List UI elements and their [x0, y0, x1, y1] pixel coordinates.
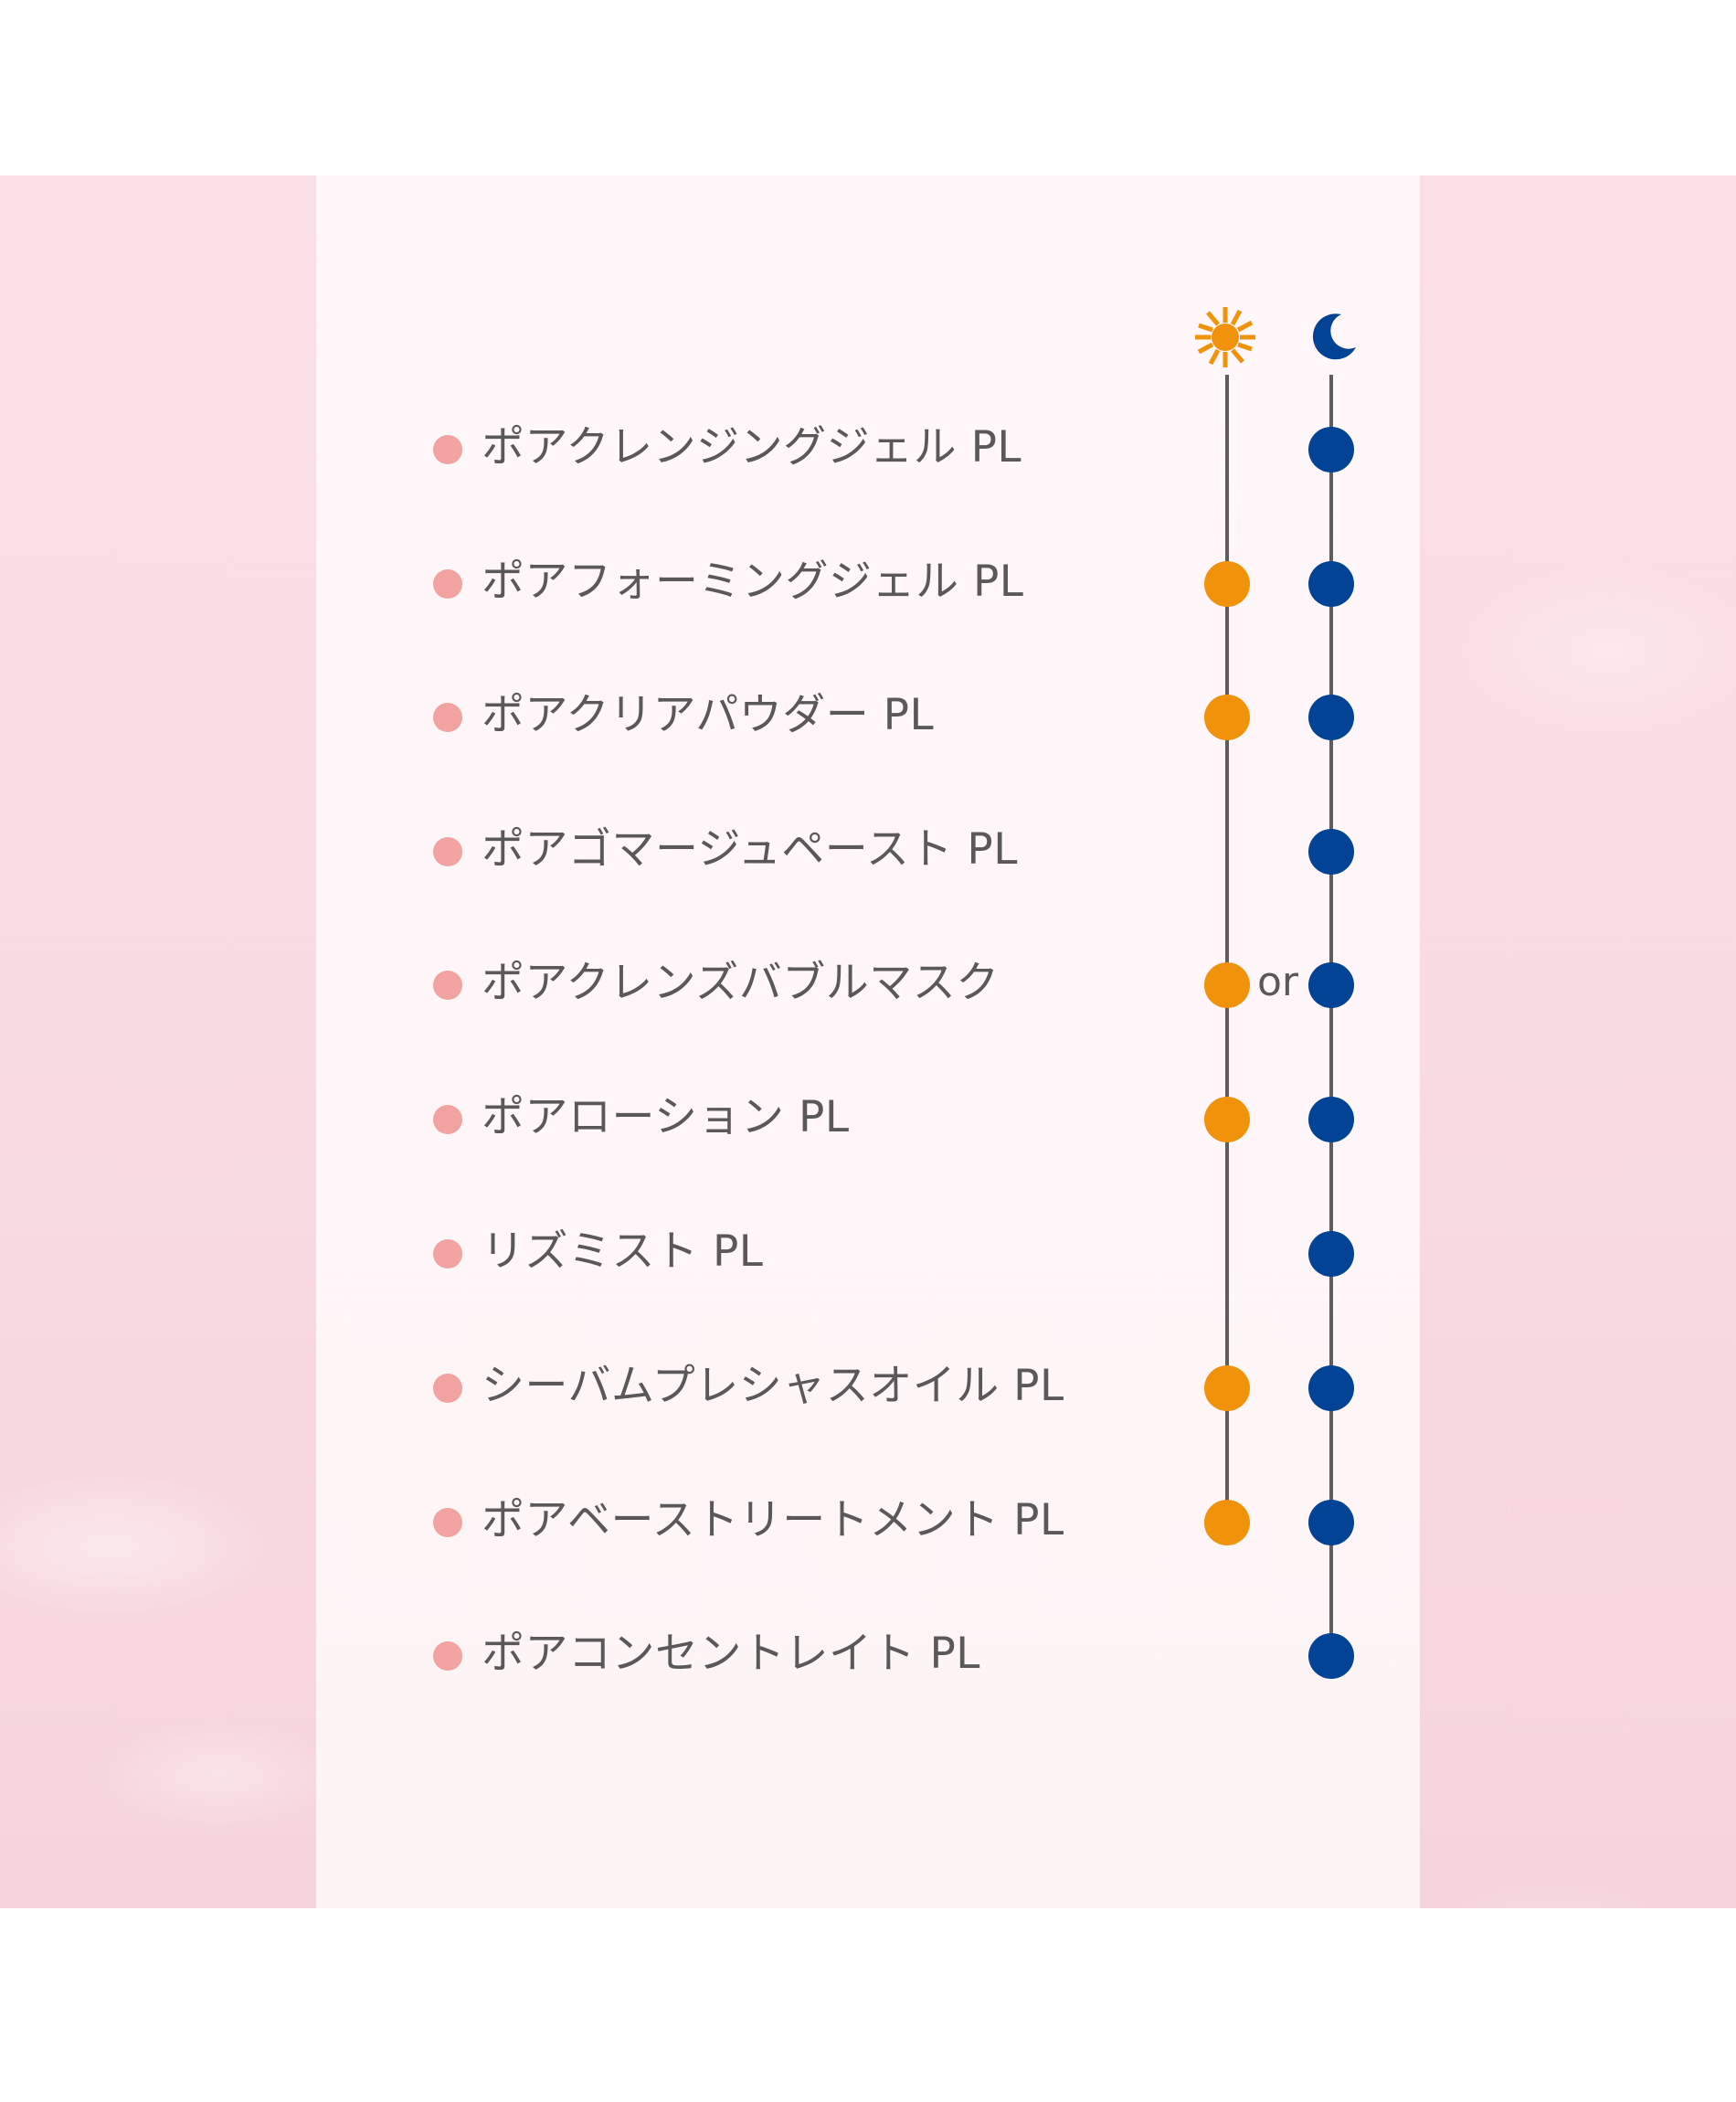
bullet-dot	[433, 569, 462, 599]
bullet-dot	[433, 1641, 462, 1671]
night-dot	[1308, 829, 1354, 875]
night-dot	[1308, 1365, 1354, 1411]
bullet-dot	[433, 1508, 462, 1537]
product-label: ポアクレンズバブルマスク	[482, 958, 1000, 1008]
bullet-dot	[433, 703, 462, 732]
bullet-dot	[433, 1239, 462, 1269]
product-label: ポアローション PL	[482, 1092, 850, 1142]
product-label: ポアゴマージュペースト PL	[482, 824, 1018, 875]
night-dot	[1308, 1500, 1354, 1545]
night-timeline	[1329, 375, 1333, 1656]
bullet-dot	[433, 971, 462, 1000]
sun-icon	[1195, 307, 1255, 367]
night-dot	[1308, 1633, 1354, 1679]
day-dot	[1204, 561, 1250, 607]
or-label: or	[1257, 959, 1299, 1005]
product-label: シーバムプレシャスオイル PL	[482, 1361, 1064, 1411]
night-dot	[1308, 695, 1354, 740]
product-label: ポアクレンジングジェル PL	[482, 422, 1022, 472]
bullet-dot	[433, 1374, 462, 1403]
day-dot	[1204, 695, 1250, 740]
night-dot	[1308, 561, 1354, 607]
bullet-dot	[433, 837, 462, 866]
night-dot	[1308, 1097, 1354, 1142]
moon-icon	[1312, 313, 1356, 360]
day-dot	[1204, 1365, 1250, 1411]
day-dot	[1204, 1097, 1250, 1142]
product-label: ポアフォーミングジェル PL	[482, 557, 1024, 607]
bullet-dot	[433, 1105, 462, 1134]
day-dot	[1204, 1500, 1250, 1545]
product-label: ポアクリアパウダー PL	[482, 690, 935, 740]
product-label: ポアコンセントレイト PL	[482, 1629, 980, 1679]
night-dot	[1308, 427, 1354, 472]
day-timeline	[1225, 375, 1229, 1523]
day-dot	[1204, 962, 1250, 1008]
product-label: ポアベーストリートメント PL	[482, 1495, 1064, 1545]
night-dot	[1308, 1231, 1354, 1277]
content-panel	[316, 175, 1420, 1908]
night-dot	[1308, 962, 1354, 1008]
bullet-dot	[433, 435, 462, 464]
product-label: リズミスト PL	[482, 1226, 764, 1277]
